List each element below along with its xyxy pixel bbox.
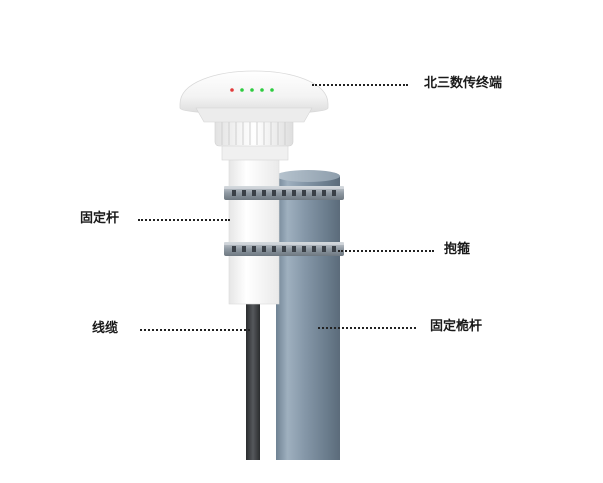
fixed-pole (276, 170, 340, 460)
leader-line-fixed-rod (138, 219, 230, 221)
led-indicators (230, 88, 274, 92)
led-indicator-3 (250, 88, 254, 92)
terminal-device (179, 70, 329, 161)
led-indicator-4 (260, 88, 264, 92)
leader-line-terminal (312, 84, 408, 86)
label-fixed-pole: 固定桅杆 (430, 319, 483, 334)
label-fixed-rod: 固定杆 (80, 211, 120, 226)
label-terminal: 北三数传终端 (424, 76, 503, 91)
label-cable: 线缆 (92, 321, 119, 336)
led-indicator-1 (230, 88, 234, 92)
leader-line-fixed-pole (318, 327, 416, 329)
clamp-lower (224, 242, 344, 256)
label-clamp: 抱箍 (444, 242, 471, 257)
led-indicator-5 (270, 88, 274, 92)
leader-line-clamp (338, 250, 434, 252)
fixed-rod (228, 157, 280, 305)
led-indicator-2 (240, 88, 244, 92)
cable (246, 300, 260, 460)
leader-line-cable (140, 329, 250, 331)
clamp-upper (224, 186, 344, 200)
